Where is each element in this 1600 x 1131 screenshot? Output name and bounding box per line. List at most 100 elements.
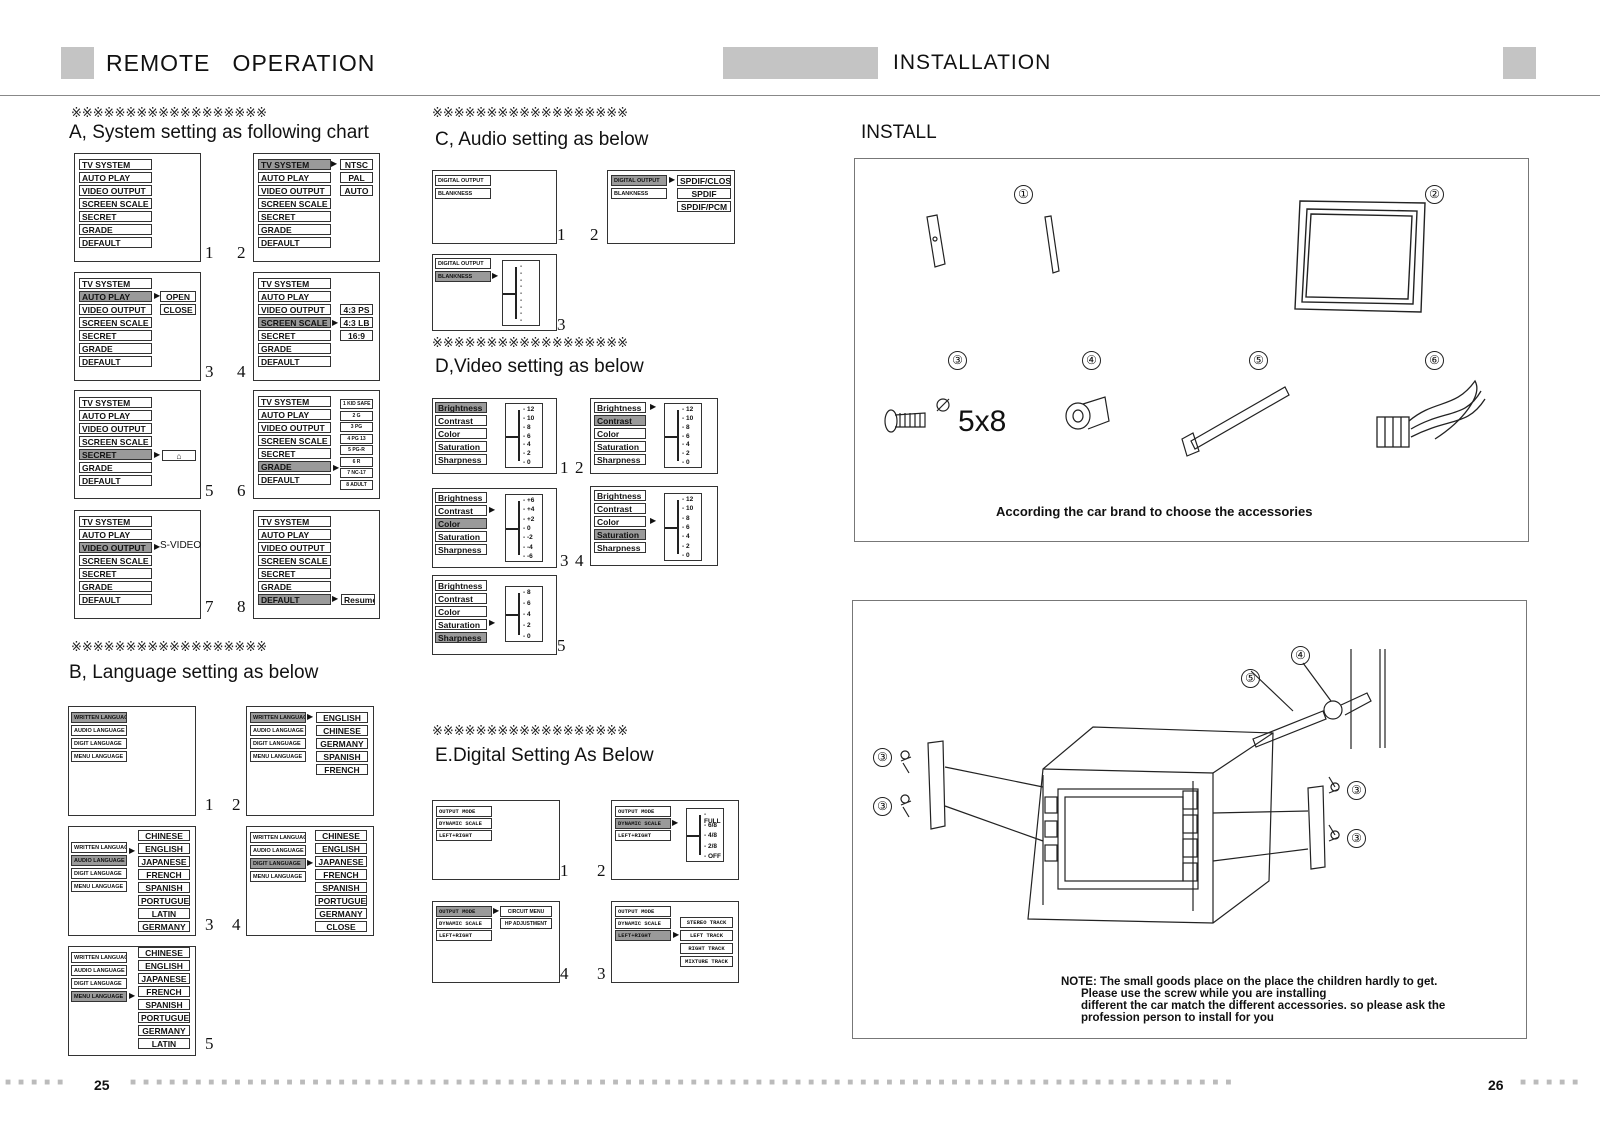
option-item: PORTUGUESE bbox=[315, 895, 367, 906]
screw-size-label: 5x8 bbox=[958, 405, 1006, 438]
menu-item: Color bbox=[435, 606, 487, 617]
part-number-2: ② bbox=[1425, 185, 1444, 204]
option-item: CIRCUIT MENU bbox=[500, 906, 552, 917]
menu-item: SECRET bbox=[79, 330, 152, 341]
slider-tick-label: - bbox=[520, 263, 523, 270]
menu-item: GRADE bbox=[79, 462, 152, 473]
part-number-4: ④ bbox=[1291, 646, 1310, 665]
slider-tick-label: - 4 bbox=[523, 611, 531, 618]
menu-item: DIGIT LANGUAGE bbox=[71, 978, 127, 989]
diagram-number: 5 bbox=[205, 1034, 214, 1053]
diagram-number: 3 bbox=[560, 551, 569, 570]
header-bar-right bbox=[1503, 47, 1536, 79]
menu-item: DIGITAL OUTPUT bbox=[435, 175, 491, 186]
option-item: OPEN bbox=[160, 291, 196, 302]
rubber-bushing-icon bbox=[1065, 396, 1110, 430]
slider-tick-label: - 6 bbox=[682, 524, 690, 531]
arrow-icon: ▶ bbox=[489, 505, 496, 514]
diagram-number: 8 bbox=[237, 597, 246, 616]
header-rule bbox=[0, 95, 1600, 96]
menu-item: SCREEN SCALE bbox=[79, 198, 152, 209]
footer-dots-middle: ■■■■■■■■■■■■■■■■■■■■■■■■■■■■■■■■■■■■■■■■… bbox=[130, 1077, 1239, 1088]
menu-item: VIDEO OUTPUT bbox=[79, 542, 152, 553]
slider-tick-label: - bbox=[520, 296, 523, 304]
slider-bar bbox=[518, 593, 520, 635]
menu-item: AUDIO LANGUAGE bbox=[71, 855, 127, 866]
slider-tick-label: - FULL bbox=[704, 811, 721, 825]
diagram-number: 3 bbox=[597, 964, 606, 983]
star-divider: ※※※※※※※※※※※※※※※※※※ bbox=[71, 640, 268, 655]
menu-item: GRADE bbox=[79, 343, 152, 354]
menu-item: SCREEN SCALE bbox=[258, 435, 331, 446]
note-line-3: different the car match the different ac… bbox=[1081, 1000, 1446, 1012]
option-item: 4:3 PS bbox=[340, 304, 373, 315]
menu-item: OUTPUT MODE bbox=[615, 906, 671, 917]
part-number-1: ① bbox=[1014, 185, 1033, 204]
arrow-icon: ▶ bbox=[154, 291, 161, 300]
menu-item: Sharpness bbox=[594, 542, 646, 553]
option-item: 2 G bbox=[340, 410, 373, 421]
menu-item: GRADE bbox=[258, 343, 331, 354]
menu-item: DIGIT LANGUAGE bbox=[250, 858, 306, 869]
menu-item: AUTO PLAY bbox=[79, 291, 152, 302]
menu-item: SECRET bbox=[258, 330, 331, 341]
option-item: SPDIF bbox=[677, 188, 731, 199]
menu-item: SECRET bbox=[258, 448, 331, 459]
part-number-3: ③ bbox=[1347, 829, 1366, 848]
menu-item: AUTO PLAY bbox=[79, 172, 152, 183]
menu-item: Saturation bbox=[594, 441, 646, 452]
section-b-title: B, Language setting as below bbox=[69, 662, 319, 683]
arrow-icon: ▶ bbox=[332, 318, 339, 327]
menu-item: TV SYSTEM bbox=[79, 516, 152, 527]
option-item: FRENCH bbox=[138, 986, 190, 997]
option-item: CLOSE bbox=[315, 921, 367, 932]
slider-bar bbox=[677, 410, 679, 461]
slider-pointer bbox=[665, 527, 677, 529]
menu-item: Brightness bbox=[594, 402, 646, 413]
menu-item: MENU LANGUAGE bbox=[71, 991, 127, 1002]
slider-scale: - 12- 10- 8- 6- 4- 2- 0 bbox=[664, 493, 702, 561]
menu-item: DEFAULT bbox=[258, 356, 331, 367]
menu-item: DEFAULT bbox=[258, 237, 331, 248]
menu-item: Color bbox=[435, 428, 487, 439]
option-item: 7 NC-17 bbox=[340, 468, 373, 478]
menu-item: TV SYSTEM bbox=[258, 516, 331, 527]
menu-item: VIDEO OUTPUT bbox=[79, 304, 152, 315]
menu-item: AUTO PLAY bbox=[79, 410, 152, 421]
wire-harness-icon bbox=[1376, 379, 1486, 448]
option-item: PAL bbox=[340, 172, 373, 183]
part-number-3: ③ bbox=[873, 797, 892, 816]
menu-item: Saturation bbox=[594, 529, 646, 540]
menu-item: Sharpness bbox=[435, 632, 487, 643]
remote-operation-title: REMOTE OPERATION bbox=[106, 50, 376, 76]
menu-item: AUDIO LANGUAGE bbox=[71, 725, 127, 736]
section-e-title: E.Digital Setting As Below bbox=[435, 745, 654, 766]
slider-tick-label: - 0 bbox=[682, 552, 690, 559]
arrow-icon: ▶ bbox=[672, 818, 679, 827]
menu-item: Color bbox=[594, 516, 646, 527]
installation-title: INSTALLATION bbox=[893, 51, 1052, 74]
side-bracket-icon bbox=[926, 214, 1060, 274]
menu-item: VIDEO OUTPUT bbox=[258, 304, 331, 315]
slider-pointer bbox=[506, 435, 518, 438]
arrow-icon: ▶ bbox=[307, 858, 314, 867]
menu-item: GRADE bbox=[258, 581, 331, 592]
diagram-number: 2 bbox=[590, 225, 599, 244]
option-item: ENGLISH bbox=[138, 843, 190, 854]
slider-scale: - - - - - - - - - bbox=[502, 260, 540, 326]
menu-item: OUTPUT MODE bbox=[615, 806, 671, 817]
diagram-number: 3 bbox=[205, 915, 214, 934]
slider-bar bbox=[518, 410, 520, 461]
part-number-4: ④ bbox=[1082, 351, 1101, 370]
option-item: 8 ADULT bbox=[340, 479, 373, 490]
option-item: SPANISH bbox=[315, 882, 367, 893]
slider-tick-label: - 0 bbox=[523, 633, 531, 640]
option-item: PORTUGUESE bbox=[138, 1012, 190, 1023]
slider-pointer bbox=[687, 835, 699, 837]
option-item: 16:9 bbox=[340, 330, 373, 341]
option-item: FRENCH bbox=[138, 869, 190, 880]
menu-item: Contrast bbox=[594, 503, 646, 514]
footer-dots-left: ■■■■■ bbox=[5, 1077, 71, 1088]
part-number-3: ③ bbox=[1347, 781, 1366, 800]
diagram-number: 3 bbox=[205, 362, 214, 381]
